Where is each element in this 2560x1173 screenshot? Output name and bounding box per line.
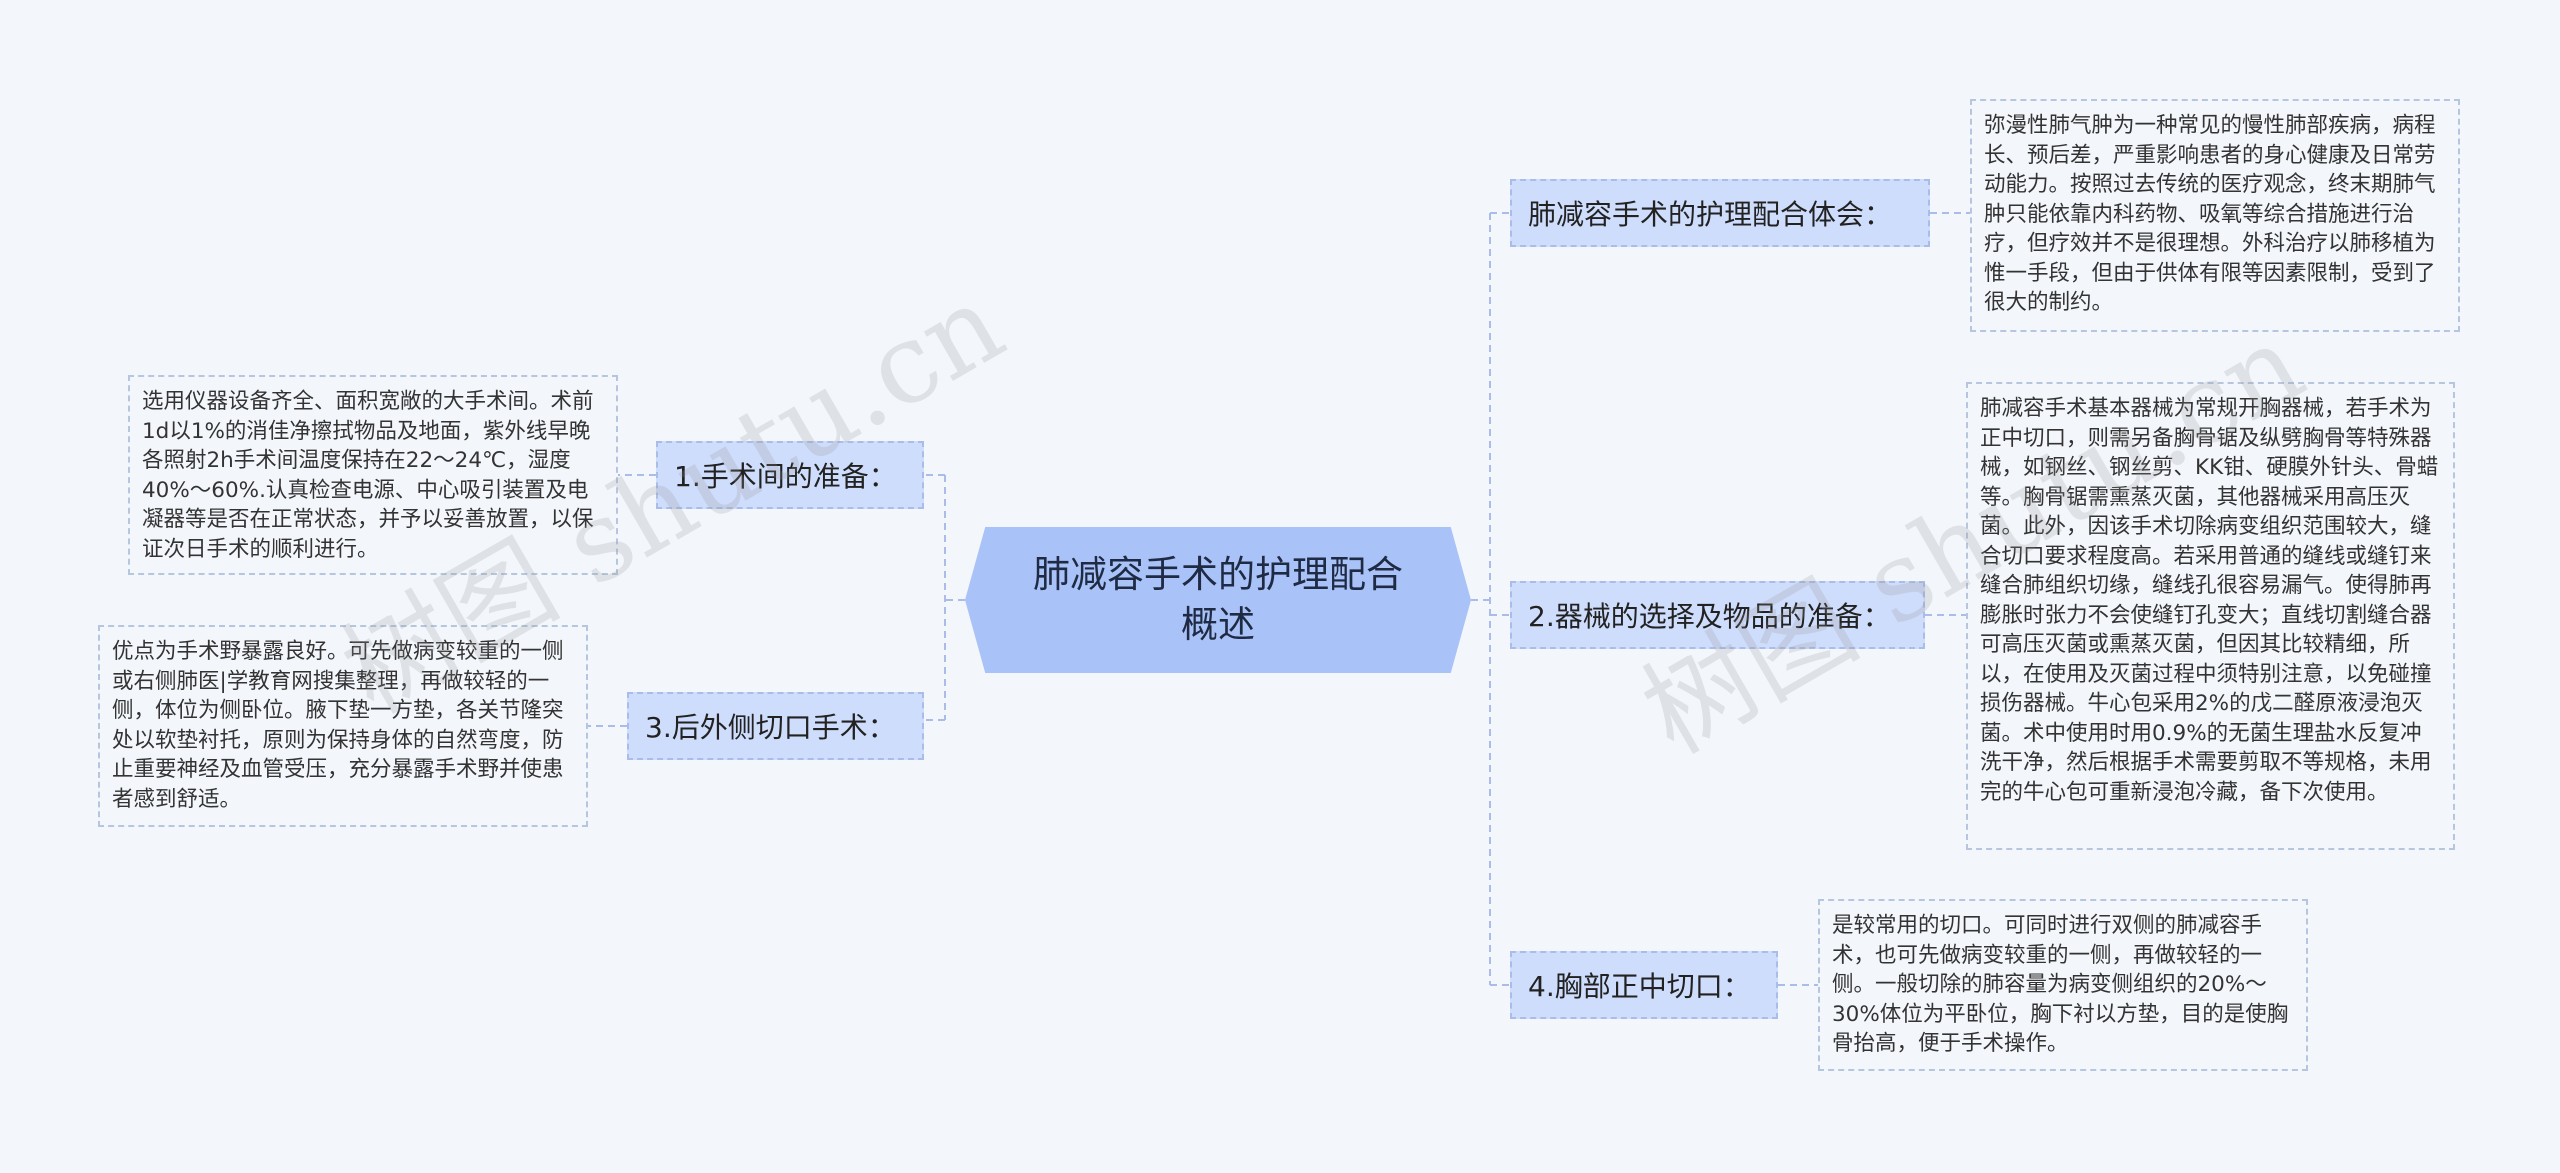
branch-room-preparation[interactable]: 1.手术间的准备： (656, 441, 924, 509)
connector-root-right (1471, 213, 1491, 985)
branch-instrument-preparation[interactable]: 2.器械的选择及物品的准备： (1510, 581, 1925, 649)
leaf-room-preparation: 选用仪器设备齐全、面积宽敞的大手术间。术前1d以1%的消佳净擦拭物品及地面，紫外… (128, 375, 618, 575)
connector-root-left (944, 475, 965, 720)
branch-posterolateral-incision[interactable]: 3.后外侧切口手术： (627, 692, 924, 760)
branch-median-sternotomy[interactable]: 4.胸部正中切口： (1510, 951, 1778, 1019)
leaf-instrument-preparation: 肺减容手术基本器械为常规开胸器械，若手术为正中切口，则需另备胸骨锯及纵劈胸骨等特… (1966, 382, 2455, 850)
leaf-posterolateral-incision: 优点为手术野暴露良好。可先做病变较重的一侧或右侧肺医|学教育网搜集整理，再做较轻… (98, 625, 588, 827)
branch-nursing-experience[interactable]: 肺减容手术的护理配合体会： (1510, 179, 1930, 247)
leaf-nursing-experience: 弥漫性肺气肿为一种常见的慢性肺部疾病，病程长、预后差，严重影响患者的身心健康及日… (1970, 99, 2460, 332)
root-topic[interactable]: 肺减容手术的护理配合概述 (965, 527, 1471, 673)
leaf-median-sternotomy: 是较常用的切口。可同时进行双侧的肺减容手术，也可先做病变较重的一侧，再做较轻的一… (1818, 899, 2308, 1071)
